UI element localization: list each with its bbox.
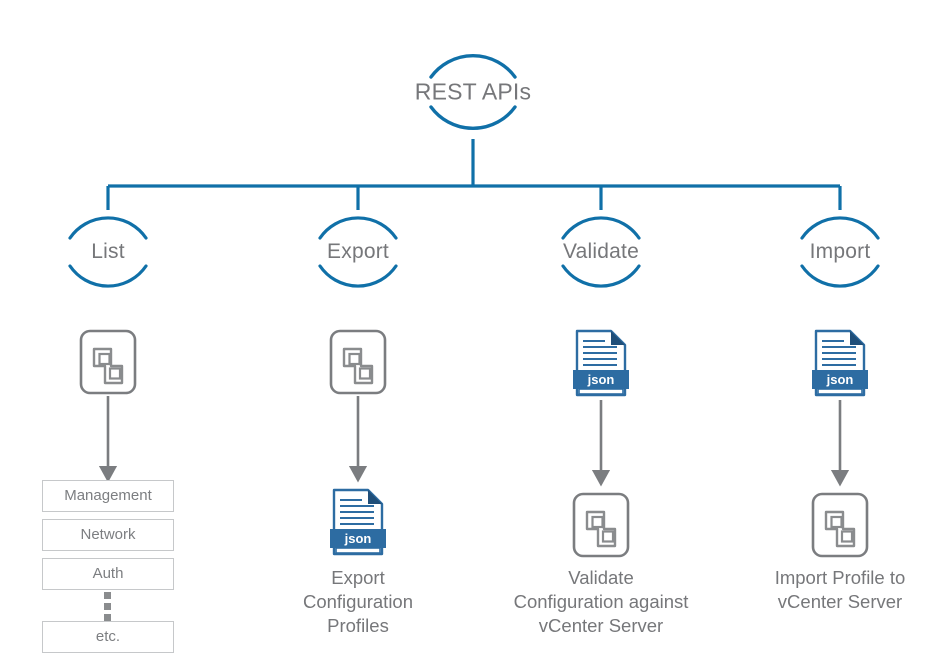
list-item[interactable]: Management	[42, 480, 174, 512]
list-item[interactable]: Network	[42, 519, 174, 551]
node-import[interactable]: Import	[788, 200, 892, 304]
broken-circle-node-icon	[429, 54, 517, 130]
node-validate-label: Validate	[563, 240, 639, 263]
vcenter-server-icon	[810, 490, 870, 560]
node-list[interactable]: List	[56, 200, 160, 304]
vertical-ellipsis-icon	[104, 592, 112, 625]
vcenter-server-icon	[571, 490, 631, 560]
caption-import: Import Profile to vCenter Server	[774, 567, 906, 612]
caption-export: Export Configuration Profiles	[302, 567, 414, 636]
node-rest-apis-label: REST APIs	[414, 78, 532, 105]
vcenter-server-icon	[78, 327, 138, 397]
node-import-label: Import	[809, 240, 871, 263]
json-file-icon: json	[326, 487, 390, 557]
json-file-icon-text: json	[826, 372, 854, 387]
broken-circle-node-icon	[561, 216, 641, 288]
json-file-icon-text: json	[344, 531, 372, 546]
vcenter-server-icon	[328, 327, 388, 397]
broken-circle-node-icon	[318, 216, 398, 288]
node-export-label: Export	[327, 240, 389, 263]
node-rest-apis[interactable]: REST APIs	[414, 33, 532, 151]
list-item[interactable]: Auth	[42, 558, 174, 590]
broken-circle-node-icon	[68, 216, 148, 288]
node-export[interactable]: Export	[306, 200, 410, 304]
json-file-icon: json	[808, 328, 872, 398]
caption-validate: Validate Configuration against vCenter S…	[513, 567, 689, 636]
list-item-etc[interactable]: etc.	[42, 621, 174, 653]
node-validate[interactable]: Validate	[549, 200, 653, 304]
json-file-icon-text: json	[587, 372, 615, 387]
json-file-icon: json	[569, 328, 633, 398]
broken-circle-node-icon	[800, 216, 880, 288]
node-list-label: List	[91, 240, 125, 263]
